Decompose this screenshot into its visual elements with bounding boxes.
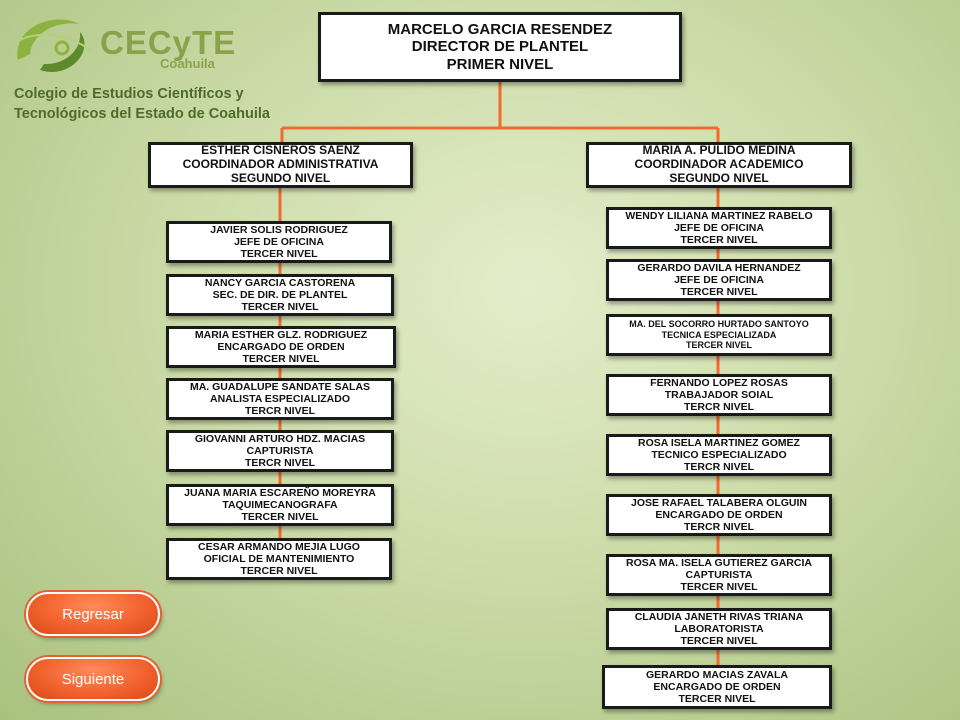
node-coord-academic: MARIA A. PULIDO MEDINA COORDINADOR ACADE… — [586, 142, 852, 188]
node-right-7: ROSA MA. ISELA GUTIEREZ GARCIA CAPTURIST… — [606, 554, 832, 596]
logo-line-2: Tecnológicos del Estado de Coahuila — [14, 106, 270, 122]
node-name: GERARDO DAVILA HERNANDEZ — [637, 261, 801, 274]
node-director-name: MARCELO GARCIA RESENDEZ — [387, 21, 613, 39]
node-role: CAPTURISTA — [246, 444, 314, 457]
back-button[interactable]: Regresar — [26, 592, 160, 636]
node-name: WENDY LILIANA MARTINEZ RABELO — [625, 209, 813, 222]
node-name: CESAR ARMANDO MEJIA LUGO — [198, 540, 360, 553]
node-level: TERCER NIVEL — [680, 581, 758, 594]
node-name: MA. GUADALUPE SANDATE SALAS — [189, 380, 371, 393]
node-level: TERCER NIVEL — [685, 340, 752, 351]
node-level: TERCR NIVEL — [683, 521, 754, 534]
node-role: TRABAJADOR SOIAL — [664, 388, 774, 401]
node-left-6: JUANA MARIA ESCAREÑO MOREYRA TAQUIMECANO… — [166, 484, 394, 526]
node-level: TERCER NIVEL — [242, 353, 320, 366]
logo-line-1: Colegio de Estudios Científicos y — [14, 86, 244, 102]
node-role: ENCARGADO DE ORDEN — [655, 508, 783, 521]
cecyte-swirl-icon — [17, 19, 91, 72]
node-name: MA. DEL SOCORRO HURTADO SANTOYO — [629, 319, 809, 330]
node-name: MARIA ESTHER GLZ. RODRIGUEZ — [194, 328, 368, 341]
node-name: ROSA ISELA MARTINEZ GOMEZ — [638, 436, 800, 449]
node-role: ENCARGADO DE ORDEN — [653, 680, 781, 693]
node-role: SEC. DE DIR. DE PLANTEL — [212, 288, 348, 301]
node-name: JOSE RAFAEL TALABERA OLGUIN — [631, 496, 807, 509]
node-coord-academic-role: COORDINADOR ACADEMICO — [634, 157, 804, 172]
node-role: OFICIAL DE MANTENIMIENTO — [203, 552, 355, 565]
node-level: TERCER NIVEL — [680, 635, 758, 648]
node-level: TERCER NIVEL — [241, 511, 319, 524]
node-role: TECNICO ESPECIALIZADO — [651, 448, 787, 461]
node-right-5: ROSA ISELA MARTINEZ GOMEZ TECNICO ESPECI… — [606, 434, 832, 476]
node-left-1: JAVIER SOLIS RODRIGUEZ JEFE DE OFICINA T… — [166, 221, 392, 263]
node-level: TERCR NIVEL — [244, 405, 315, 418]
node-role: JEFE DE OFICINA — [674, 273, 764, 286]
node-name: CLAUDIA JANETH RIVAS TRIANA — [634, 610, 804, 623]
node-level: TERCER NIVEL — [680, 286, 758, 299]
node-coord-admin-name: ESTHER CISNEROS SÁENZ — [201, 143, 360, 158]
node-name: GERARDO MACIAS ZAVALA — [646, 668, 788, 681]
logo-subtitle: Coahuila — [160, 56, 215, 71]
node-left-3: MARIA ESTHER GLZ. RODRIGUEZ ENCARGADO DE… — [166, 326, 396, 368]
node-coord-admin-level: SEGUNDO NIVEL — [230, 170, 331, 185]
node-role: ANALISTA ESPECIALIZADO — [209, 392, 350, 405]
node-left-2: NANCY GARCIA CASTORENA SEC. DE DIR. DE P… — [166, 274, 394, 316]
node-right-4: FERNANDO LOPEZ ROSAS TRABAJADOR SOIAL TE… — [606, 374, 832, 416]
node-left-4: MA. GUADALUPE SANDATE SALAS ANALISTA ESP… — [166, 378, 394, 420]
node-coord-admin: ESTHER CISNEROS SÁENZ COORDINADOR ADMINI… — [148, 142, 413, 188]
node-level: TERCER NIVEL — [241, 301, 319, 314]
node-name: FERNANDO LOPEZ ROSAS — [650, 376, 788, 389]
node-left-5: GIOVANNI ARTURO HDZ. MACIAS CAPTURISTA T… — [166, 430, 394, 472]
node-right-1: WENDY LILIANA MARTINEZ RABELO JEFE DE OF… — [606, 207, 832, 249]
node-role: TECNICA ESPECIALIZADA — [661, 329, 777, 340]
node-name: JAVIER SOLIS RODRIGUEZ — [210, 223, 348, 236]
logo-brand: CECyTE — [100, 24, 237, 61]
node-role: CAPTURISTA — [685, 568, 753, 581]
node-level: TERCER NIVEL — [240, 248, 318, 261]
node-role: LABORATORISTA — [674, 622, 764, 635]
node-right-9: GERARDO MACIAS ZAVALA ENCARGADO DE ORDEN… — [602, 665, 832, 709]
next-button[interactable]: Siguiente — [26, 657, 160, 701]
node-right-8: CLAUDIA JANETH RIVAS TRIANA LABORATORIST… — [606, 608, 832, 650]
node-role: ENCARGADO DE ORDEN — [217, 340, 345, 353]
node-coord-academic-level: SEGUNDO NIVEL — [669, 170, 769, 185]
node-level: TERCER NIVEL — [680, 234, 758, 247]
node-level: TERCR NIVEL — [683, 401, 754, 414]
node-director-level: PRIMER NIVEL — [446, 55, 554, 73]
node-role: JEFE DE OFICINA — [234, 235, 324, 248]
node-level: TERCR NIVEL — [683, 461, 754, 474]
node-name: GIOVANNI ARTURO HDZ. MACIAS — [194, 432, 366, 445]
node-director-role: DIRECTOR DE PLANTEL — [411, 38, 589, 56]
node-coord-admin-role: COORDINADOR ADMINISTRATIVA — [182, 157, 379, 172]
cecyte-logo: CECyTE Coahuila Colegio de Estudios Cien… — [10, 10, 270, 125]
node-left-7: CESAR ARMANDO MEJIA LUGO OFICIAL DE MANT… — [166, 538, 392, 580]
node-right-2: GERARDO DAVILA HERNANDEZ JEFE DE OFICINA… — [606, 259, 832, 301]
node-name: NANCY GARCIA CASTORENA — [204, 276, 356, 289]
node-name: JUANA MARIA ESCAREÑO MOREYRA — [184, 486, 376, 499]
node-level: TERCER NIVEL — [678, 693, 756, 706]
node-level: TERCER NIVEL — [240, 565, 318, 578]
node-level: TERCR NIVEL — [244, 457, 315, 470]
node-name: ROSA MA. ISELA GUTIEREZ GARCIA — [626, 556, 812, 569]
node-right-3: MA. DEL SOCORRO HURTADO SANTOYO TECNICA … — [606, 314, 832, 356]
node-coord-academic-name: MARIA A. PULIDO MEDINA — [642, 143, 796, 158]
node-role: TAQUIMECANOGRAFA — [222, 498, 338, 511]
node-right-6: JOSE RAFAEL TALABERA OLGUIN ENCARGADO DE… — [606, 494, 832, 536]
node-director: MARCELO GARCIA RESENDEZ DIRECTOR DE PLAN… — [318, 12, 682, 82]
node-role: JEFE DE OFICINA — [674, 221, 764, 234]
